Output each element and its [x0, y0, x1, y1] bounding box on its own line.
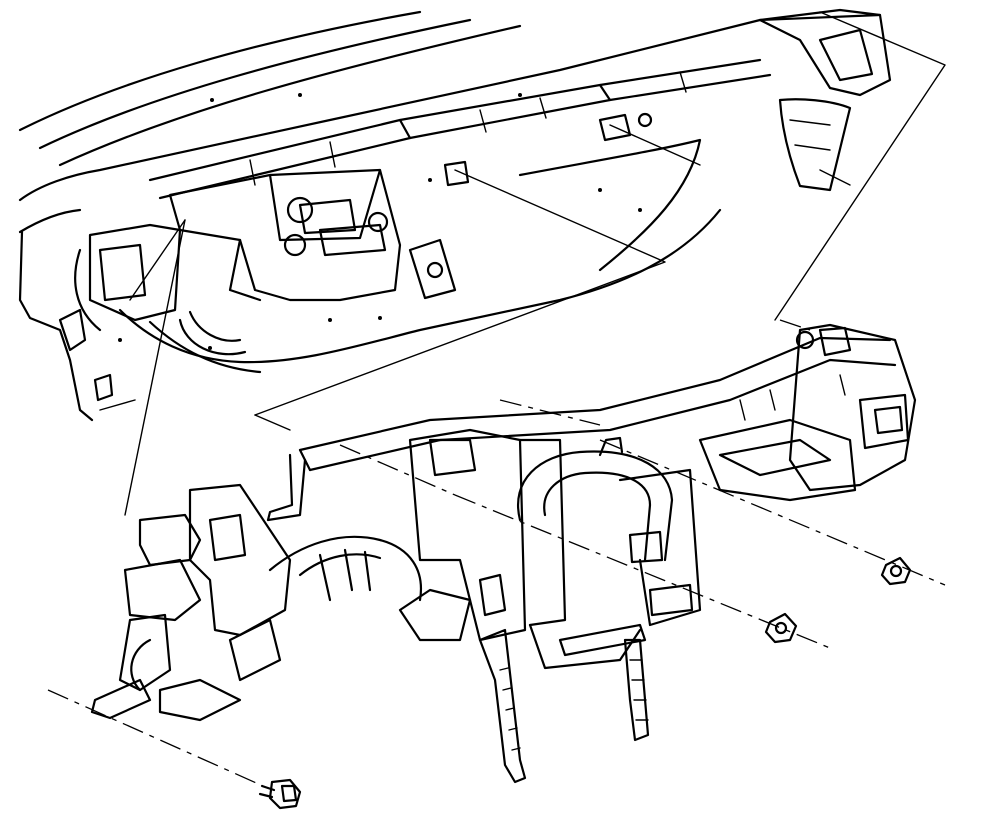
rivet-holes-upper: [118, 93, 642, 350]
center-support-brace: [478, 628, 650, 784]
cross-car-beam: [266, 323, 917, 522]
instrument-panel-carrier-upper: [18, 8, 892, 422]
right-end-bracket: [795, 326, 852, 357]
alignment-lines: [47, 11, 946, 791]
mounting-bolt: [258, 778, 302, 810]
instrument-panel-carrier-lower: [188, 428, 702, 682]
push-in-nut-lower: [764, 612, 798, 644]
push-in-nut-upper: [880, 556, 912, 586]
left-end-bracket: [90, 513, 242, 722]
